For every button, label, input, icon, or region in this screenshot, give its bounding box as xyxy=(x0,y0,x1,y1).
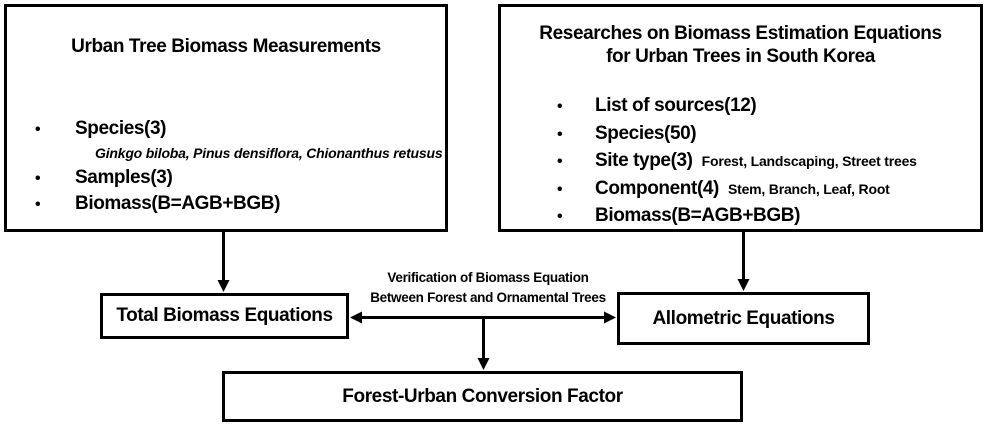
bullet-icon: • xyxy=(557,153,563,170)
list-item: • Species(3) xyxy=(7,116,445,142)
researches-equations-box: Researches on Biomass Estimation Equatio… xyxy=(498,4,983,232)
researches-list: • List of sources(12) • Species(50) • Si… xyxy=(501,93,980,231)
researches-title-line2: for Urban Trees in South Korea xyxy=(606,46,875,67)
list-item-note: Stem, Branch, Leaf, Root xyxy=(727,180,890,197)
list-item-label: Biomass(B=AGB+BGB) xyxy=(595,205,801,226)
list-item-label: Species(50) xyxy=(595,122,697,144)
bullet-icon: • xyxy=(35,121,41,138)
urban-tree-measurements-box: Urban Tree Biomass Measurements • Specie… xyxy=(4,4,448,232)
list-item-label: List of sources(12) xyxy=(595,95,757,116)
list-item: • Component(4) Stem, Branch, Leaf, Root xyxy=(501,176,980,204)
list-item-label: Species(3) xyxy=(75,118,167,139)
arrow-measurements-to-total xyxy=(217,231,230,292)
verification-annotation-line2: Between Forest and Ornamental Trees xyxy=(370,290,606,305)
bullet-icon: • xyxy=(35,196,41,213)
researches-title-line1: Researches on Biomass Estimation Equatio… xyxy=(539,23,942,44)
list-item-label: Component(4) xyxy=(595,177,719,199)
list-item: • List of sources(12) xyxy=(501,93,980,121)
arrow-bidirectional-verification xyxy=(350,311,616,324)
allometric-equations-box: Allometric Equations xyxy=(617,292,870,345)
forest-urban-conversion-factor-label: Forest-Urban Conversion Factor xyxy=(342,385,623,407)
bullet-icon: • xyxy=(557,98,563,115)
arrow-center-to-conversion xyxy=(477,317,490,370)
bullet-icon: • xyxy=(557,180,563,198)
arrow-researches-to-allometric xyxy=(737,231,750,291)
researches-title: Researches on Biomass Estimation Equatio… xyxy=(501,22,980,68)
bullet-icon: • xyxy=(557,125,563,143)
forest-urban-conversion-factor-box: Forest-Urban Conversion Factor xyxy=(222,371,743,422)
list-item-note: Forest, Landscaping, Street trees xyxy=(701,153,917,169)
list-item: • Site type(3) Forest, Landscaping, Stre… xyxy=(501,148,980,176)
list-item: • Biomass(B=AGB+BGB) xyxy=(7,191,445,217)
bullet-icon: • xyxy=(557,208,563,225)
bullet-icon: • xyxy=(35,170,41,187)
measurements-title: Urban Tree Biomass Measurements xyxy=(71,36,381,57)
species-names-subline: Ginkgo biloba, Pinus densiflora, Chionan… xyxy=(95,145,443,161)
list-item: • Species(50) xyxy=(501,121,980,149)
list-item-label: Site type(3) xyxy=(595,150,693,171)
total-biomass-equations-label: Total Biomass Equations xyxy=(116,305,333,326)
measurements-list: • Species(3) Ginkgo biloba, Pinus densif… xyxy=(7,116,445,217)
allometric-equations-label: Allometric Equations xyxy=(652,307,835,329)
list-item: • Biomass(B=AGB+BGB) xyxy=(501,203,980,231)
list-item-label: Biomass(B=AGB+BGB) xyxy=(75,193,281,214)
total-biomass-equations-box: Total Biomass Equations xyxy=(100,293,349,339)
verification-annotation-line1: Verification of Biomass Equation xyxy=(387,270,589,285)
list-item-label: Samples(3) xyxy=(75,167,173,188)
verification-annotation: Verification of Biomass Equation Between… xyxy=(340,268,636,308)
list-item: • Samples(3) xyxy=(7,165,445,191)
